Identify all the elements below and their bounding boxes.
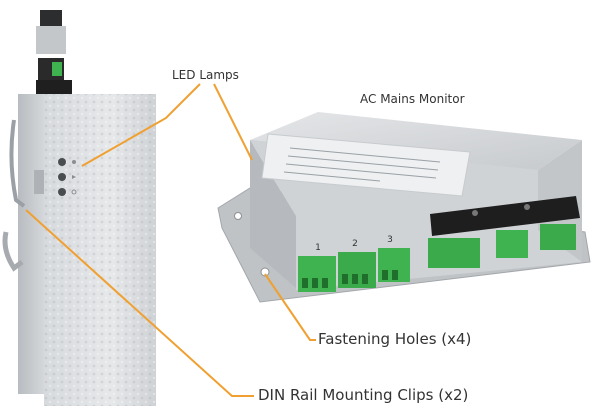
top-terminal-green bbox=[52, 62, 62, 76]
led-lamp-2 bbox=[58, 173, 66, 181]
product-label-sticker bbox=[261, 133, 471, 197]
fastening-hole bbox=[234, 212, 242, 220]
fastening-holes-label: Fastening Holes (x4) bbox=[318, 330, 472, 348]
terminal-number-2: 2 bbox=[352, 239, 358, 249]
terminal-block-6 bbox=[540, 224, 576, 250]
housing-front-edge bbox=[18, 94, 46, 394]
callout-holes-line bbox=[264, 273, 316, 341]
ac-mains-monitor-unit: 1 2 3 bbox=[217, 112, 591, 303]
terminal-cover bbox=[430, 196, 580, 236]
terminal-block-4 bbox=[428, 238, 480, 268]
led-lamp-1 bbox=[58, 158, 66, 166]
fastening-hole bbox=[260, 267, 270, 277]
din-rail-clips-label: DIN Rail Mounting Clips (x2) bbox=[258, 386, 469, 404]
callout-clips-line bbox=[25, 209, 254, 397]
din-clip-lower bbox=[2, 231, 24, 272]
top-connector bbox=[40, 10, 62, 28]
top-block bbox=[36, 26, 66, 54]
led-lamps-label: LED Lamps bbox=[172, 68, 239, 82]
housing-top bbox=[250, 112, 582, 170]
terminal-block-5 bbox=[496, 230, 528, 258]
clip-bracket bbox=[34, 170, 44, 194]
terminal-number-3: 3 bbox=[387, 235, 393, 245]
led-lamp-3 bbox=[58, 188, 66, 196]
terminal-blocks bbox=[298, 224, 576, 292]
din-clip-upper bbox=[9, 119, 26, 208]
device-title-label: AC Mains Monitor bbox=[360, 92, 465, 106]
callout-led-line bbox=[81, 83, 201, 167]
terminal-number-1: 1 bbox=[315, 243, 321, 253]
top-clip bbox=[36, 80, 72, 94]
callout-led-to-unit-line bbox=[213, 83, 253, 161]
din-unit-side-view bbox=[2, 10, 156, 406]
callout-lines bbox=[25, 83, 316, 397]
housing-left-side bbox=[250, 140, 296, 288]
